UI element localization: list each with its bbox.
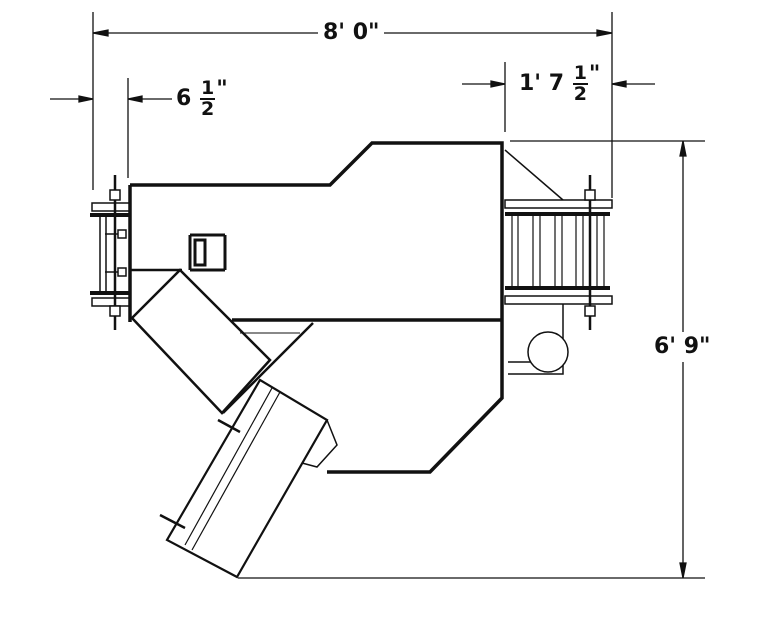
inch-mark: " xyxy=(588,62,601,87)
machine-body xyxy=(128,141,504,474)
overall-depth-label: 6' 9" xyxy=(654,332,711,362)
fraction-denominator: 2 xyxy=(200,98,215,120)
left-offset-whole: 6 xyxy=(176,86,192,111)
overall-width-label: 8' 0" xyxy=(318,22,385,44)
left-infeed-conveyor xyxy=(90,175,131,330)
fraction-numerator: 1 xyxy=(199,77,216,100)
right-offset-whole: 1' 7 xyxy=(519,71,565,96)
fraction-denominator: 2 xyxy=(573,83,587,105)
motor-icon xyxy=(527,331,569,373)
right-outfeed-conveyor xyxy=(504,149,613,375)
discharge-chute xyxy=(159,378,338,579)
fraction-numerator: 1 xyxy=(572,62,588,85)
inch-mark: " xyxy=(216,77,228,102)
dimension-lines xyxy=(50,12,705,579)
